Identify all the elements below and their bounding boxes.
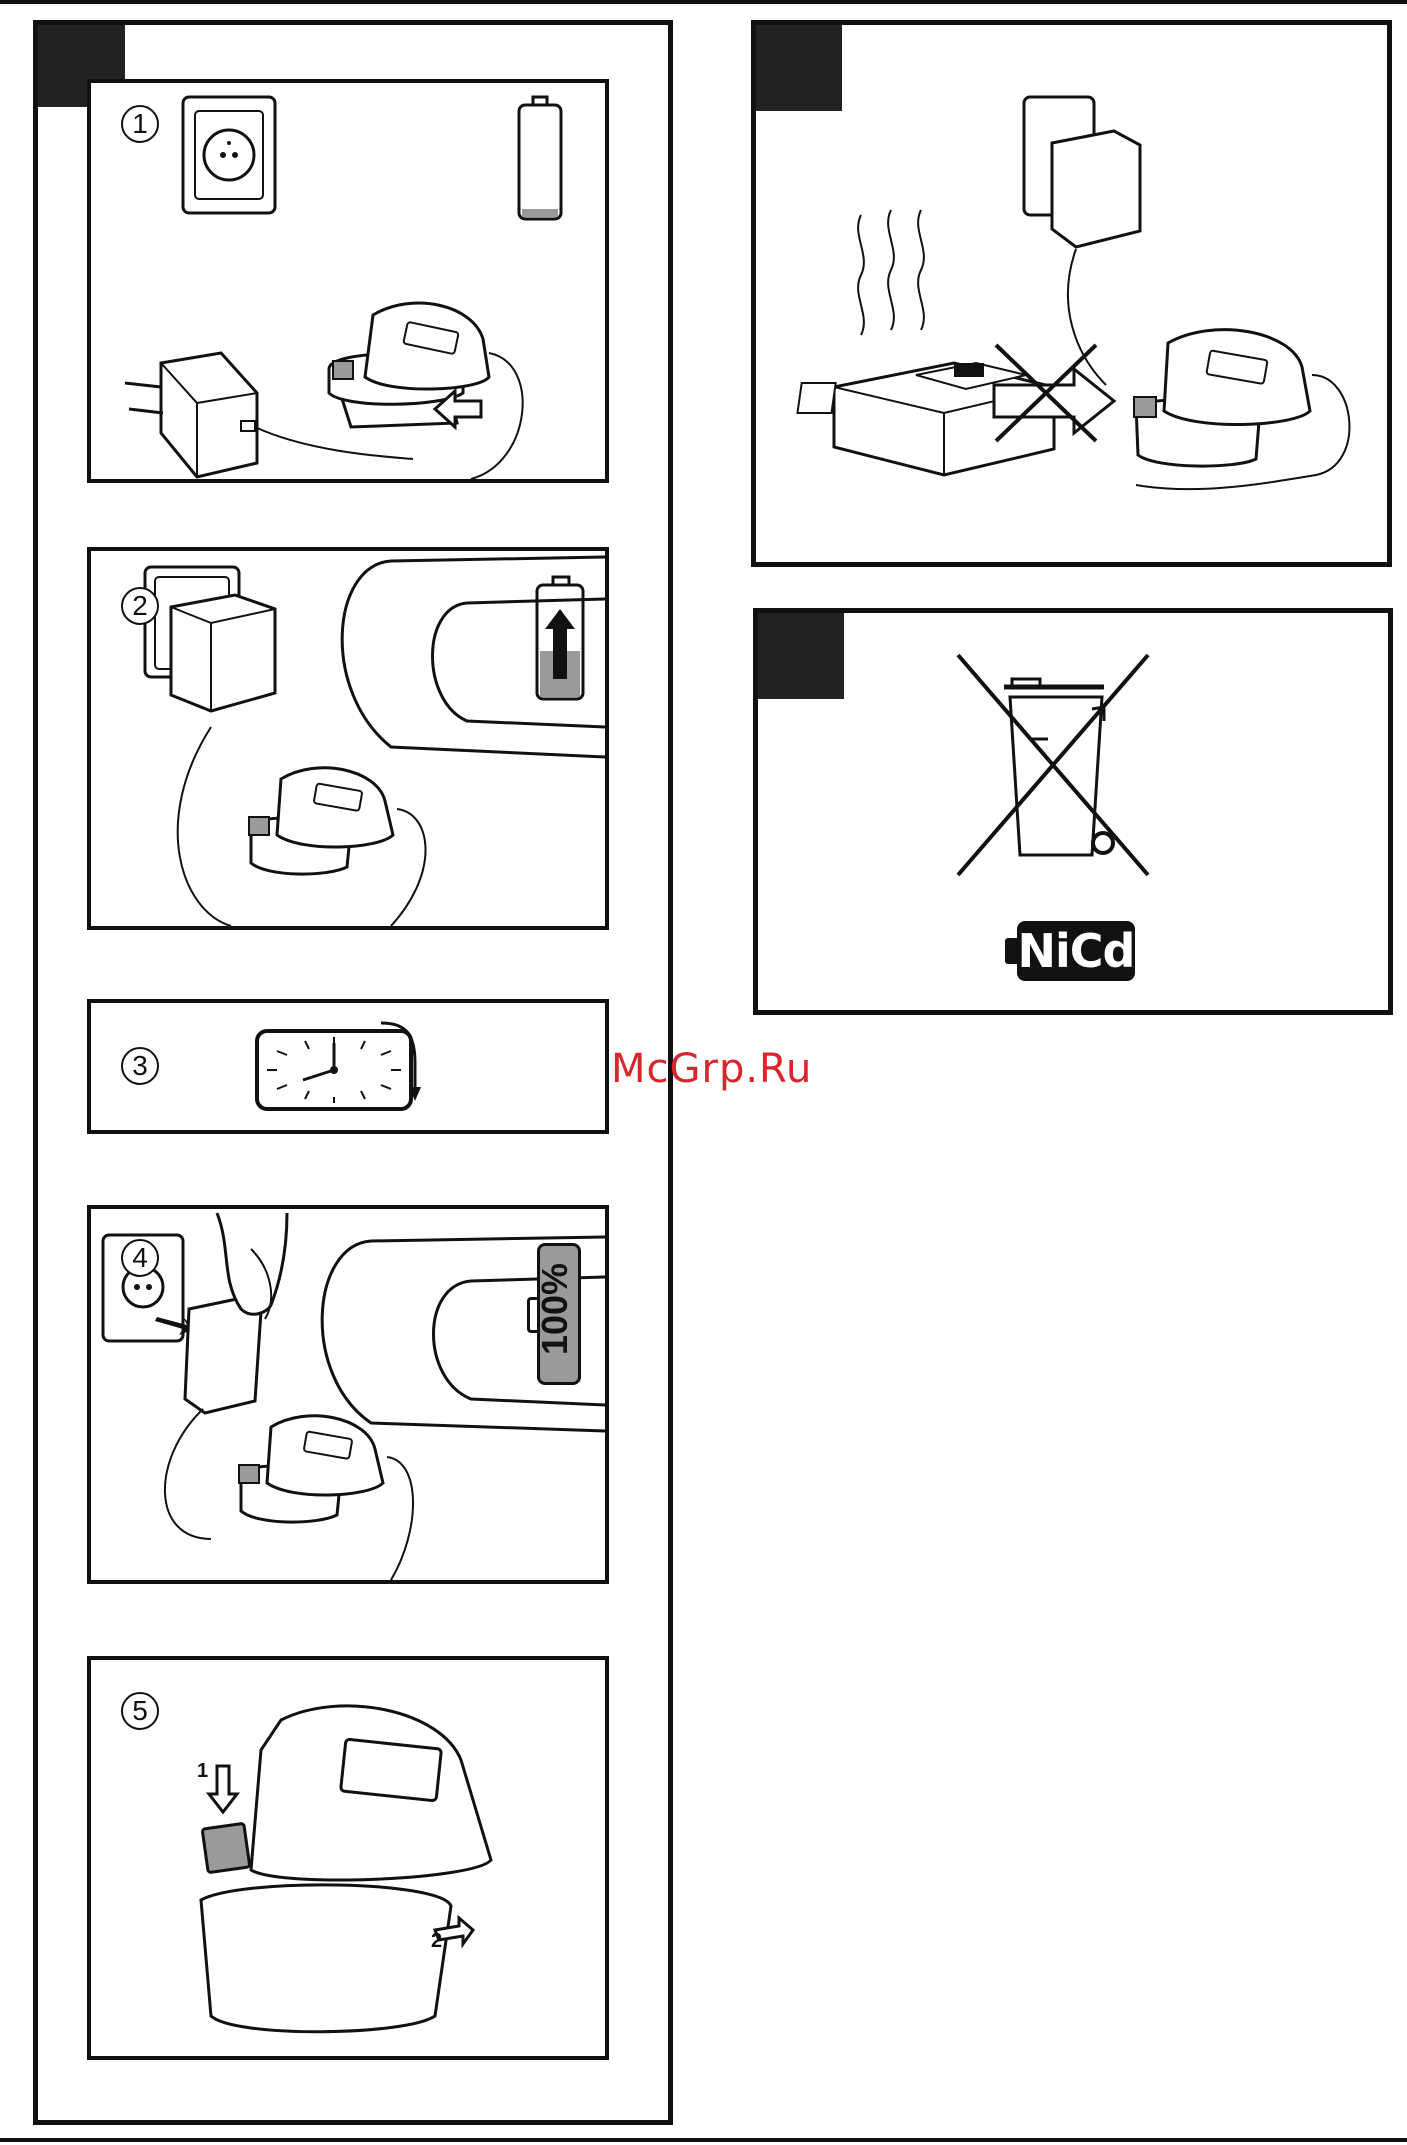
step-3-panel: 3 — [87, 999, 609, 1134]
step-5-arrow-1-label: 1 — [197, 1760, 208, 1783]
clock-icon — [257, 1023, 421, 1109]
step-3-number: 3 — [121, 1047, 159, 1085]
top-rule — [0, 0, 1407, 4]
step-2-number: 2 — [121, 587, 159, 625]
battery-level-label: 100% — [534, 1242, 576, 1376]
battery-charging-icon — [537, 577, 583, 699]
battery-empty-icon — [519, 97, 561, 219]
crossed-bin-icon — [958, 655, 1148, 875]
step-5-number: 5 — [121, 1692, 159, 1730]
step-5-arrow-2-label: 2 — [431, 1930, 442, 1953]
battery-level-label-wrap: 100% — [530, 1244, 580, 1374]
bottom-rule — [0, 2138, 1407, 2142]
right-figure-frame-top — [751, 20, 1392, 567]
step-2-panel: 2 — [87, 547, 609, 930]
step-1-panel: 1 — [87, 79, 609, 483]
nicd-badge: NiCd — [1017, 921, 1135, 981]
step-4-number: 4 — [121, 1239, 159, 1277]
watermark: McGrp.Ru — [611, 1046, 812, 1092]
no-hot-battery-icon — [797, 345, 1114, 475]
step-5-panel: 5 1 2 — [87, 1656, 609, 2060]
wall-socket-icon — [183, 97, 275, 213]
step-1-number: 1 — [121, 105, 159, 143]
